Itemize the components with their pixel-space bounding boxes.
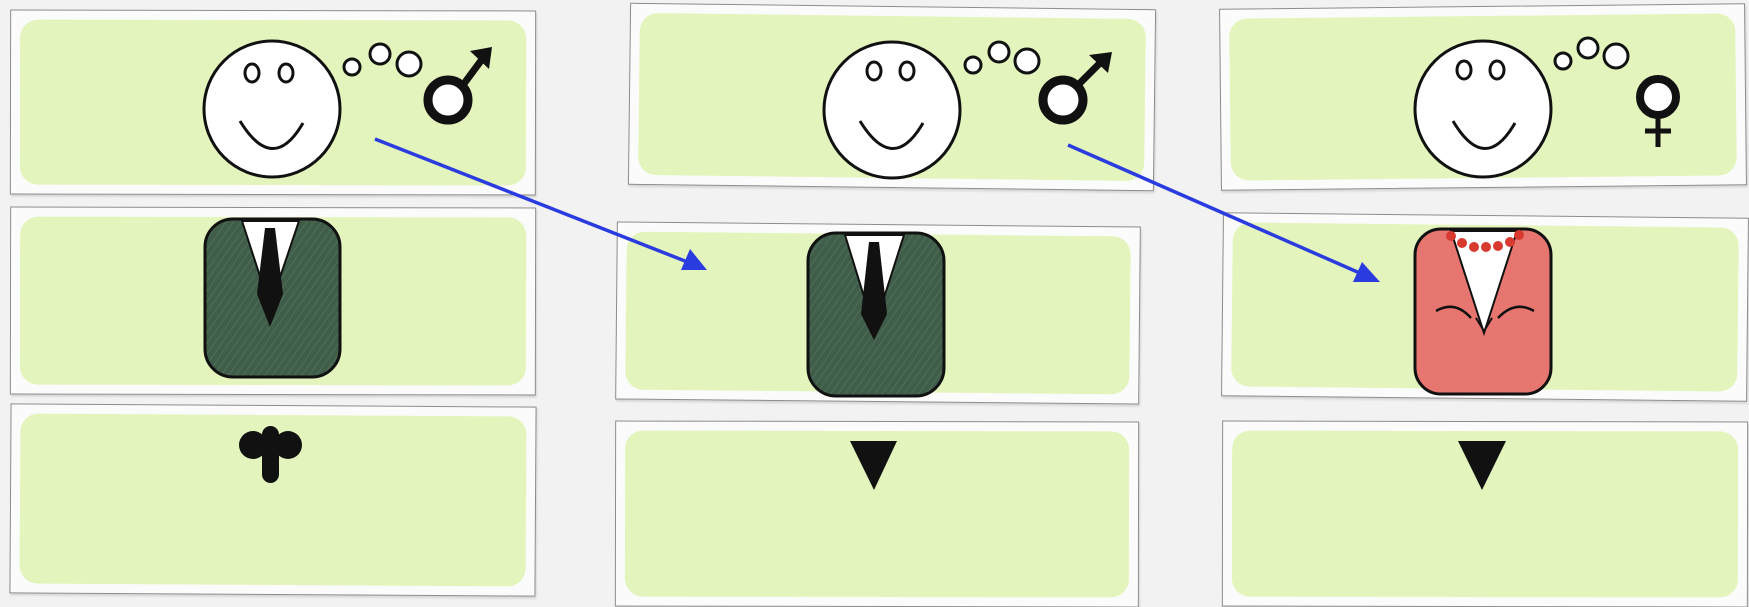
column-3-genital-panel: [1232, 431, 1738, 598]
column-1-mind-card: [10, 10, 536, 196]
column-1-body-card: [10, 207, 536, 396]
column-3-genital-card: [1222, 421, 1748, 607]
column-3-mind-panel: [1229, 13, 1737, 180]
column-2-body-card: [615, 221, 1141, 404]
column-2-genital-card: [615, 421, 1139, 607]
column-1-body-panel: [20, 217, 526, 386]
column-3-body-panel: [1231, 222, 1739, 391]
column-2-mind-card: [628, 3, 1156, 191]
column-2-mind-panel: [638, 13, 1146, 181]
column-2-body-panel: [625, 232, 1130, 395]
column-1-genital-card: [9, 403, 536, 596]
column-3-body-card: [1221, 212, 1749, 401]
column-1-genital-panel: [19, 413, 526, 586]
column-1-mind-panel: [20, 20, 526, 186]
column-3-mind-card: [1219, 3, 1747, 190]
column-2-genital-panel: [625, 431, 1129, 598]
